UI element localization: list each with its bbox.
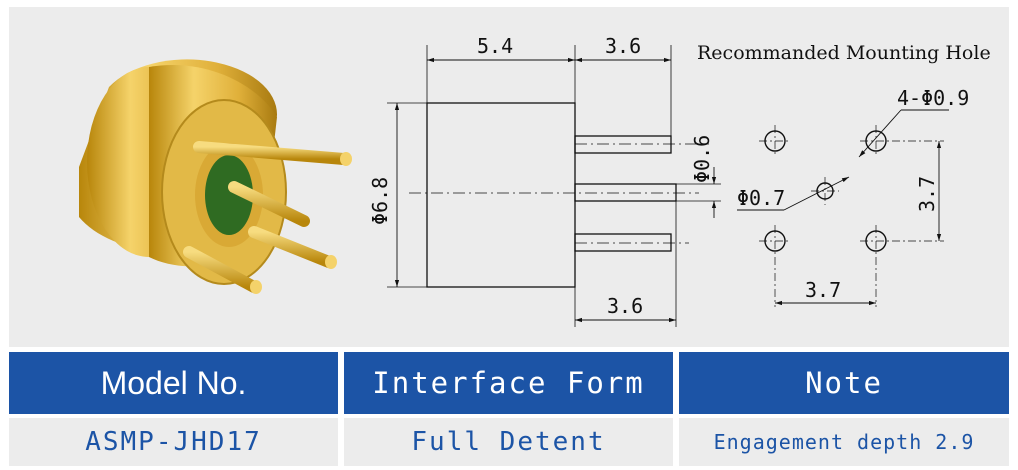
side-view bbox=[387, 45, 721, 327]
cell-note: Engagement depth 2.9 bbox=[679, 418, 1009, 466]
cell-model-no: ASMP-JHD17 bbox=[9, 418, 338, 466]
mounting-hole-title: Recommanded Mounting Hole bbox=[697, 42, 991, 64]
header-note: Note bbox=[679, 352, 1009, 414]
dim-center-hole: Φ0.7 bbox=[737, 186, 785, 210]
header-model-no: Model No. bbox=[9, 352, 338, 414]
dim-pin-length-top: 3.6 bbox=[605, 34, 641, 58]
hole-pattern bbox=[737, 109, 949, 307]
drawing-panel: 5.4 3.6 3.6 Φ6.8 Φ0.6 Recommanded Mounti… bbox=[9, 7, 1009, 347]
dim-pin-diameter: Φ0.6 bbox=[690, 135, 714, 183]
dim-body-length: 5.4 bbox=[477, 34, 513, 58]
dim-hole-pattern: 4-Φ0.9 bbox=[897, 86, 969, 110]
spec-table: Model No. Interface Form Note ASMP-JHD17… bbox=[9, 352, 1009, 466]
technical-drawing: 5.4 3.6 3.6 Φ6.8 Φ0.6 Recommanded Mounti… bbox=[79, 34, 991, 327]
cell-interface-form: Full Detent bbox=[344, 418, 673, 466]
dim-body-diameter: Φ6.8 bbox=[368, 177, 392, 225]
dim-pin-length-bottom: 3.6 bbox=[607, 294, 643, 318]
header-interface-form: Interface Form bbox=[344, 352, 673, 414]
dim-spacing-horizontal: 3.7 bbox=[805, 278, 841, 302]
connector-photo bbox=[79, 59, 352, 294]
dim-spacing-vertical: 3.7 bbox=[915, 176, 939, 212]
